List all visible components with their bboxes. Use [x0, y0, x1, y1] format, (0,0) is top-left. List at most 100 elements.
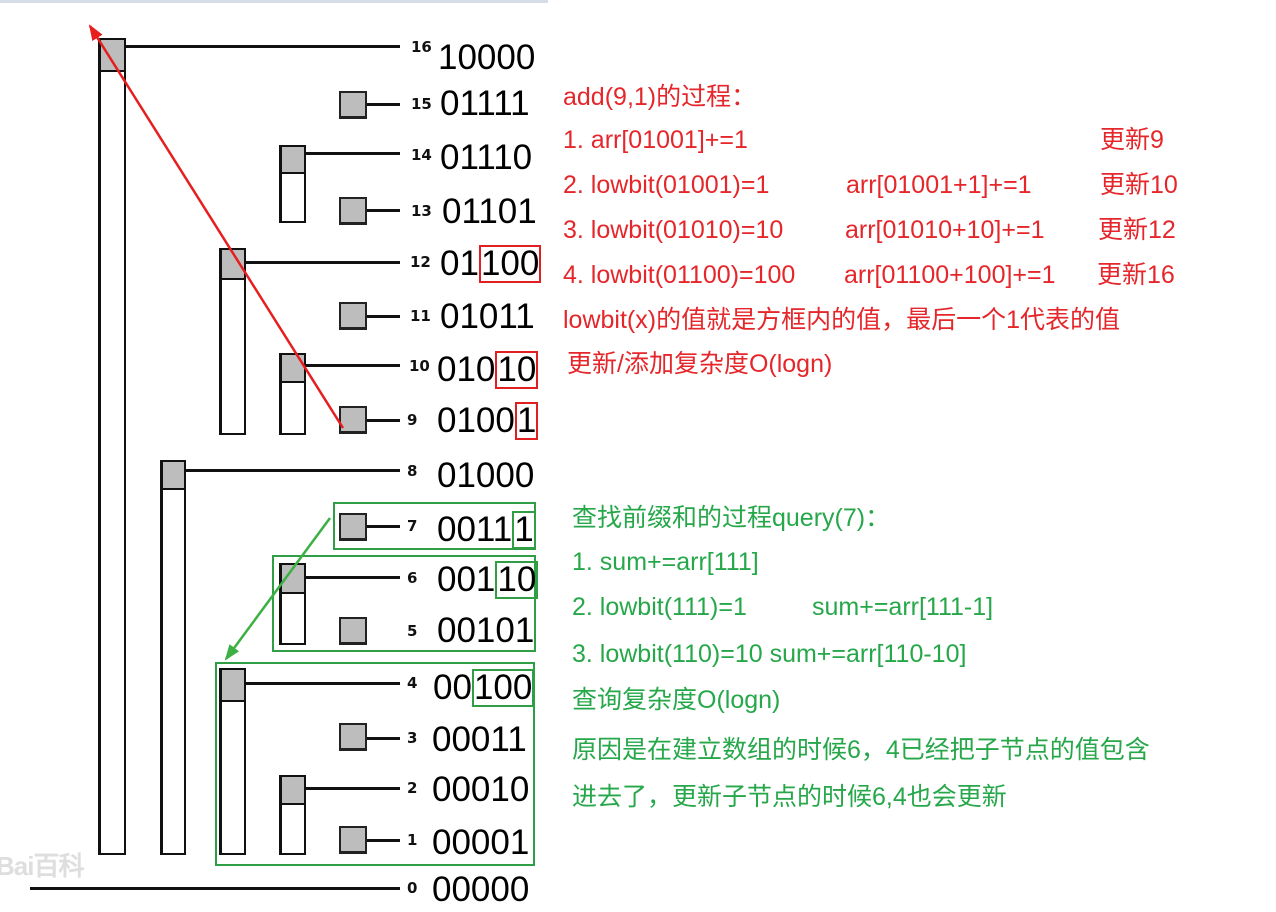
add-title: add(9,1)的过程：	[563, 83, 757, 111]
connector-line-4	[246, 682, 400, 685]
tree-bar-10	[279, 353, 306, 435]
tree-node-cap	[222, 670, 244, 702]
node-index: 16	[411, 38, 432, 56]
connector-line-14	[306, 152, 400, 155]
query-title: 查找前缀和的过程query(7)：	[572, 504, 891, 532]
node-index: 5	[407, 622, 418, 640]
tree-node-cap	[282, 147, 304, 174]
binary-digits: 00000	[432, 870, 530, 909]
node-index: 9	[407, 411, 418, 429]
node-binary: 00100	[433, 668, 535, 708]
connector-line-11	[367, 315, 400, 318]
tree-bar-14	[279, 145, 306, 223]
connector-line-16	[126, 45, 400, 48]
lowbit-box: 1	[512, 510, 536, 549]
add-complexity: 更新/添加复杂度O(logn)	[567, 350, 833, 378]
node-label-1: 1 00001	[0, 823, 560, 863]
lowbit-note: lowbit(x)的值就是方框内的值，最后一个1代表的值	[563, 306, 1120, 334]
node-index: 10	[409, 357, 430, 375]
query-step-3: 3. lowbit(110)=10 sum+=arr[110-10]	[572, 640, 967, 668]
tree-bar-16	[98, 38, 126, 855]
tree-bar-2	[279, 775, 306, 855]
connector-line-3	[367, 737, 400, 740]
add-step-3: 3. lowbit(01010)=10	[563, 216, 784, 244]
node-binary: 10000	[438, 38, 535, 78]
node-index: 2	[407, 779, 418, 797]
node-label-10: 10 01010	[0, 350, 560, 390]
lowbit-box: 10	[495, 560, 539, 599]
add-step-3-result: 更新12	[1098, 216, 1176, 244]
connector-line-9	[367, 419, 400, 422]
node-label-9: 9 01001	[0, 401, 560, 441]
node-index: 7	[407, 517, 418, 535]
leaf-node-3	[339, 723, 367, 751]
binary-digits: 10000	[438, 38, 536, 77]
lowbit-box: 100	[478, 244, 542, 283]
connector-line-7	[367, 525, 400, 528]
node-label-13: 13 01101	[0, 192, 560, 232]
update-path-arrow	[88, 24, 345, 429]
node-label-16: 16 10000	[0, 38, 560, 78]
node-label-6: 6 00110	[0, 560, 560, 600]
node-index: 6	[407, 569, 418, 587]
binary-digits: 00001	[432, 823, 530, 862]
query-group-box-4	[215, 662, 535, 866]
tree-bar-6	[279, 563, 306, 645]
node-label-15: 15 01111	[0, 84, 560, 124]
add-step-4-update: arr[01100+100]+=1	[844, 261, 1056, 289]
query-group-box-6	[272, 555, 536, 652]
leaf-node-15	[339, 91, 367, 119]
node-index: 0	[407, 879, 418, 897]
leaf-node-13	[339, 197, 367, 225]
binary-digits: 0100	[437, 401, 515, 440]
binary-digits: 01000	[437, 456, 535, 495]
tree-node-cap	[282, 355, 304, 383]
node-index: 3	[407, 729, 418, 747]
query-step-1: 1. sum+=arr[111]	[572, 548, 759, 576]
node-label-0: 0 00000	[0, 870, 560, 910]
node-label-4: 4 00100	[0, 668, 560, 708]
connector-line-13	[367, 209, 400, 212]
node-binary: 00111	[437, 510, 536, 550]
leaf-node-11	[339, 302, 367, 330]
baike-watermark: Bai百科	[0, 851, 84, 881]
connector-line-0	[30, 887, 400, 890]
node-binary: 00011	[432, 720, 527, 760]
connector-line-2	[306, 787, 400, 790]
connector-line-12	[246, 261, 400, 264]
leaf-node-7	[339, 513, 367, 541]
add-step-1: 1. arr[01001]+=1	[563, 126, 748, 154]
add-step-2-update: arr[01001+1]+=1	[846, 171, 1032, 199]
add-step-4-result: 更新16	[1097, 261, 1175, 289]
tree-node-cap	[101, 40, 124, 72]
binary-digits: 010	[437, 350, 496, 389]
binary-digits: 01011	[440, 297, 535, 336]
query-complexity: 查询复杂度O(logn)	[572, 686, 781, 714]
node-index: 1	[407, 831, 418, 849]
tree-bar-4	[219, 668, 246, 855]
binary-digits: 001	[437, 560, 496, 599]
lowbit-box: 10	[495, 350, 539, 389]
node-binary: 00101	[437, 611, 534, 651]
connector-line-1	[367, 839, 400, 842]
node-binary: 01110	[440, 138, 532, 178]
binary-digits: 0011	[437, 510, 513, 549]
lowbit-box: 1	[514, 401, 539, 440]
query-path-arrow	[224, 517, 332, 661]
lowbit-box: 100	[471, 668, 535, 707]
node-index: 13	[411, 202, 432, 220]
leaf-node-5	[339, 617, 367, 645]
node-label-3: 3 00011	[0, 720, 560, 760]
node-label-5: 5 00101	[0, 611, 560, 651]
binary-digits: 01110	[440, 138, 533, 177]
binary-digits: 00	[433, 668, 472, 707]
node-index: 11	[410, 307, 431, 325]
node-binary: 00001	[432, 823, 529, 863]
node-binary: 01100	[440, 244, 542, 284]
connector-line-15	[367, 103, 400, 106]
add-step-4: 4. lowbit(01100)=100	[563, 261, 796, 289]
node-index: 4	[407, 674, 418, 692]
node-binary: 00010	[432, 770, 529, 810]
node-binary: 01011	[440, 297, 535, 337]
